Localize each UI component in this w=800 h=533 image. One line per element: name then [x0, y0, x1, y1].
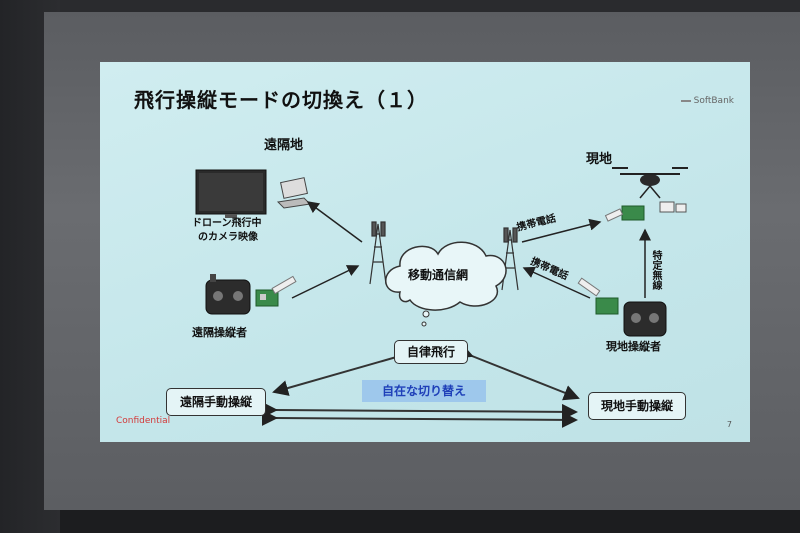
mobile-network-cloud [385, 241, 507, 327]
network-cloud-label: 移動通信網 [408, 268, 469, 282]
mode-switch-arrow [261, 409, 578, 428]
local-site-heading: 現地 [586, 152, 613, 167]
local-operator-label: 現地操縦者 [606, 340, 661, 353]
mode-switch-arrow [272, 344, 416, 396]
network-diagram [195, 167, 688, 428]
cell-tower-icon [369, 221, 387, 285]
drone-icon [604, 167, 688, 222]
free-switching-label: 自在な切り替え [362, 380, 486, 402]
arrow-from-local-controller [522, 266, 591, 299]
arrow-to-laptop [306, 201, 363, 243]
monitor-caption-line2: のカメラ映像 [198, 232, 258, 243]
cell-tower-icon [501, 227, 519, 291]
remote-manual-box: 遠隔手動操縦 [166, 388, 266, 416]
compute-board-icon [255, 275, 297, 307]
brand-mark-icon [680, 99, 691, 102]
slide-title: 飛行操縦モードの切換え（１） [134, 88, 428, 112]
laptop-icon [276, 177, 312, 209]
arrow-to-drone [521, 218, 602, 243]
local-manual-box: 現地手動操縦 [588, 392, 686, 420]
brand-logo: SoftBank [680, 96, 734, 106]
arrow-from-controller [291, 265, 360, 299]
local-controller-icon [577, 277, 667, 337]
remote-site-heading: 遠隔地 [264, 138, 304, 153]
presentation-slide: 飛行操縦モードの切換え（１） SoftBank [100, 62, 750, 442]
monitor-icon [195, 169, 267, 218]
radio-link-label: 特定無線 [650, 250, 661, 290]
confidential-label: Confidential [116, 416, 171, 426]
mode-switch-arrow [456, 343, 580, 401]
monitor-caption-line1: ドローン飛行中 [192, 218, 262, 229]
remote-operator-label: 遠隔操縦者 [192, 326, 247, 339]
remote-controller-icon [205, 274, 251, 315]
autonomous-flight-box: 自律飛行 [394, 340, 468, 364]
brand-name: SoftBank [693, 96, 734, 106]
mode-switch-arrow [261, 401, 578, 420]
page-number: 7 [726, 420, 732, 429]
